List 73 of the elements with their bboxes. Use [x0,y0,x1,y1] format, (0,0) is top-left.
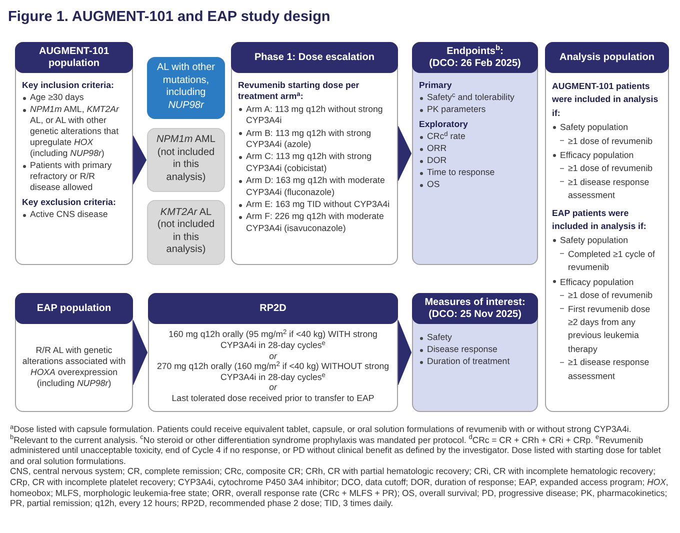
body-text: 160 mg q12h orally (95 mg/m$^{2}$ if <40 kg) WITH strong CYP3A4i in 28-day cycles$^{e}$ [168,329,378,351]
chevron-arrow [132,136,146,184]
info-panel [545,42,669,412]
bullet-item: Safety population [552,234,662,248]
bullet-item: Arm D: 163 mg q12h with moderate CYP3A4i (fluconazole) [238,175,391,198]
header-title: (DCO: 26 Feb 2025) [429,58,521,70]
bullet-item: DOR [419,155,531,166]
subgroup-card [147,128,225,192]
endpoint-panel [412,293,538,412]
header-title: (DCO: 25 Nov 2025) [428,308,522,320]
bullet-item: Time to response [419,167,531,178]
chevron-arrow [398,126,412,181]
subgroup-card [147,200,225,265]
section-heading: Key inclusion criteria: [22,80,115,91]
header-title: Measures of interest: [424,296,526,308]
info-panel [15,42,133,265]
figure-title: Figure 1. AUGMENT-101 and EAP study design [8,8,330,26]
sub-bullet-item: ≥1 disease response assessment [552,176,662,203]
body-text: R/R AL with genetic alterations associated with HOXA overexpression (including NUP98r) [22,344,126,388]
header-title: Endpoints$^{b}$: [446,46,504,58]
body-text: Last tolerated dose received prior to transfer to EAP [172,392,374,404]
info-panel [231,42,398,265]
bullet-item: Arm A: 113 mg q12h without strong CYP3A4i [238,104,391,127]
bullet-item: Safety population [552,121,662,135]
bullet-item: ORR [419,143,531,154]
bullet-item: Patients with primary refractory or R/R disease allowed [22,160,126,193]
header-title: Analysis population [559,52,654,64]
sub-bullet-item: ≥1 dose of revumenib [552,289,662,302]
bullet-item: Safety [419,332,531,343]
info-panel [148,293,398,412]
sub-bullet-item: ≥1 disease response assessment [552,356,662,383]
bullet-item: Arm F: 226 mg q12h with moderate CYP3A4i (isavuconazole) [238,211,391,234]
chevron-arrow [398,320,412,385]
header-title: AUGMENT-101 population [38,46,110,70]
section-heading: Primary [419,80,453,91]
sub-bullet-item: ≥1 dose of revumenib [552,162,662,176]
header-title: RP2D [260,302,286,314]
bullet-item: Disease response [419,344,531,355]
abbreviations-text: CNS, central nervous system; CR, complete remission; CRc, composite CR; CRh, CR with partial hematologic recovery; CRi, CR with incomplete hematologic recovery; CRp, CR with incomplete platelet recovery; CYP3A4i, cytochrome P450 3A4 inhibitor; DCO, data cutoff; DOR, duration of response; EAP, expanded access program; HOX, homeobox; MLFS, morphologic leukemia-free state; ORR, overall response rate (CRc + MLFS + PR); OS, overall survival; PD, progressive disease; PK, pharmacokinetics; PR, partial remission; q12h, every 12 hours; RP2D, recommended phase 2 dose; TID, 3 times daily. [10,466,670,509]
bullet-item: NPM1m AML, KMT2Ar AL, or AL with other genetic alterations that upregulate HOX (including NUP98r) [22,104,126,159]
section-heading: EAP patients were included in analysis if: [552,206,648,234]
separator-word: or [269,350,277,361]
section-heading: AUGMENT-101 patients were included in analysis if: [552,80,660,120]
endpoint-panel [412,42,538,265]
body-text: 270 mg q12h orally (160 mg/m$^{2}$ if <40 kg) WITHOUT strong CYP3A4i in 28-day cycles$^{e}$ [156,361,390,382]
sub-bullet-item: First revumenib dose ≥2 days from any previous leukemia therapy [552,302,662,356]
group-label: AL with other mutations, including NUP98r [156,62,216,112]
header-title: Phase 1: Dose escalation [254,52,375,64]
section-heading: Key exclusion criteria: [22,197,117,208]
bullet-item: Efficacy population [552,149,662,162]
bullet-item: Active CNS disease [22,209,126,220]
sub-bullet-item: Completed ≥1 cycle of revumenib [552,248,662,275]
info-panel [15,293,133,412]
header-title: EAP population [36,302,112,314]
bullet-item: OS [419,179,531,190]
bullet-item: PK parameters [419,104,531,115]
section-heading: Revumenib starting dose per treatment arm$^{a}$: [238,80,360,103]
chevron-arrow [132,320,148,385]
separator-word: or [269,382,277,393]
bullet-item: Arm B: 113 mg q12h with strong CYP3A4i (azole) [238,128,391,150]
sub-bullet-item: ≥1 dose of revumenib [552,134,662,148]
bullet-item: Arm C: 113 mg q12h with strong CYP3A4i (cobicistat) [238,151,391,174]
group-label: NPM1m AML (not included in this analysis) [156,134,216,184]
bullet-item: Efficacy population [552,276,662,290]
section-heading: Exploratory [419,119,469,130]
group-label: KMT2Ar AL (not included in this analysis) [156,206,216,256]
bullet-item: Duration of treatment [419,356,531,367]
subgroup-card [147,57,225,119]
bullet-item: Arm E: 163 mg TID without CYP3A4i [238,199,391,210]
bullet-item: Safety$^{c}$ and tolerability [419,92,531,103]
bullet-item: Age ≥30 days [22,92,126,103]
footnote-text: $^{a}$Dose listed with capsule formulation. Patients could receive equivalent tablet, capsule, or oral solution formulations of revumenib with or without strong CYP3A4i. $^{b}$Relevant to the current analysis. $^{c}$No steroid or other differentiation syndrome prophylaxis was mandated per protocol. $^{d}$CRc = CR + CRh + CRi + CRp. $^{e}$Revumenib administered until unacceptable toxicity, end of Cycle 4 if no response, or PD without clinical benefit as defined by the investigator. Dose listed with starting dose for tablet and oral solution formulations. [10,424,662,466]
bullet-item: CRc$^{d}$ rate [419,131,531,142]
